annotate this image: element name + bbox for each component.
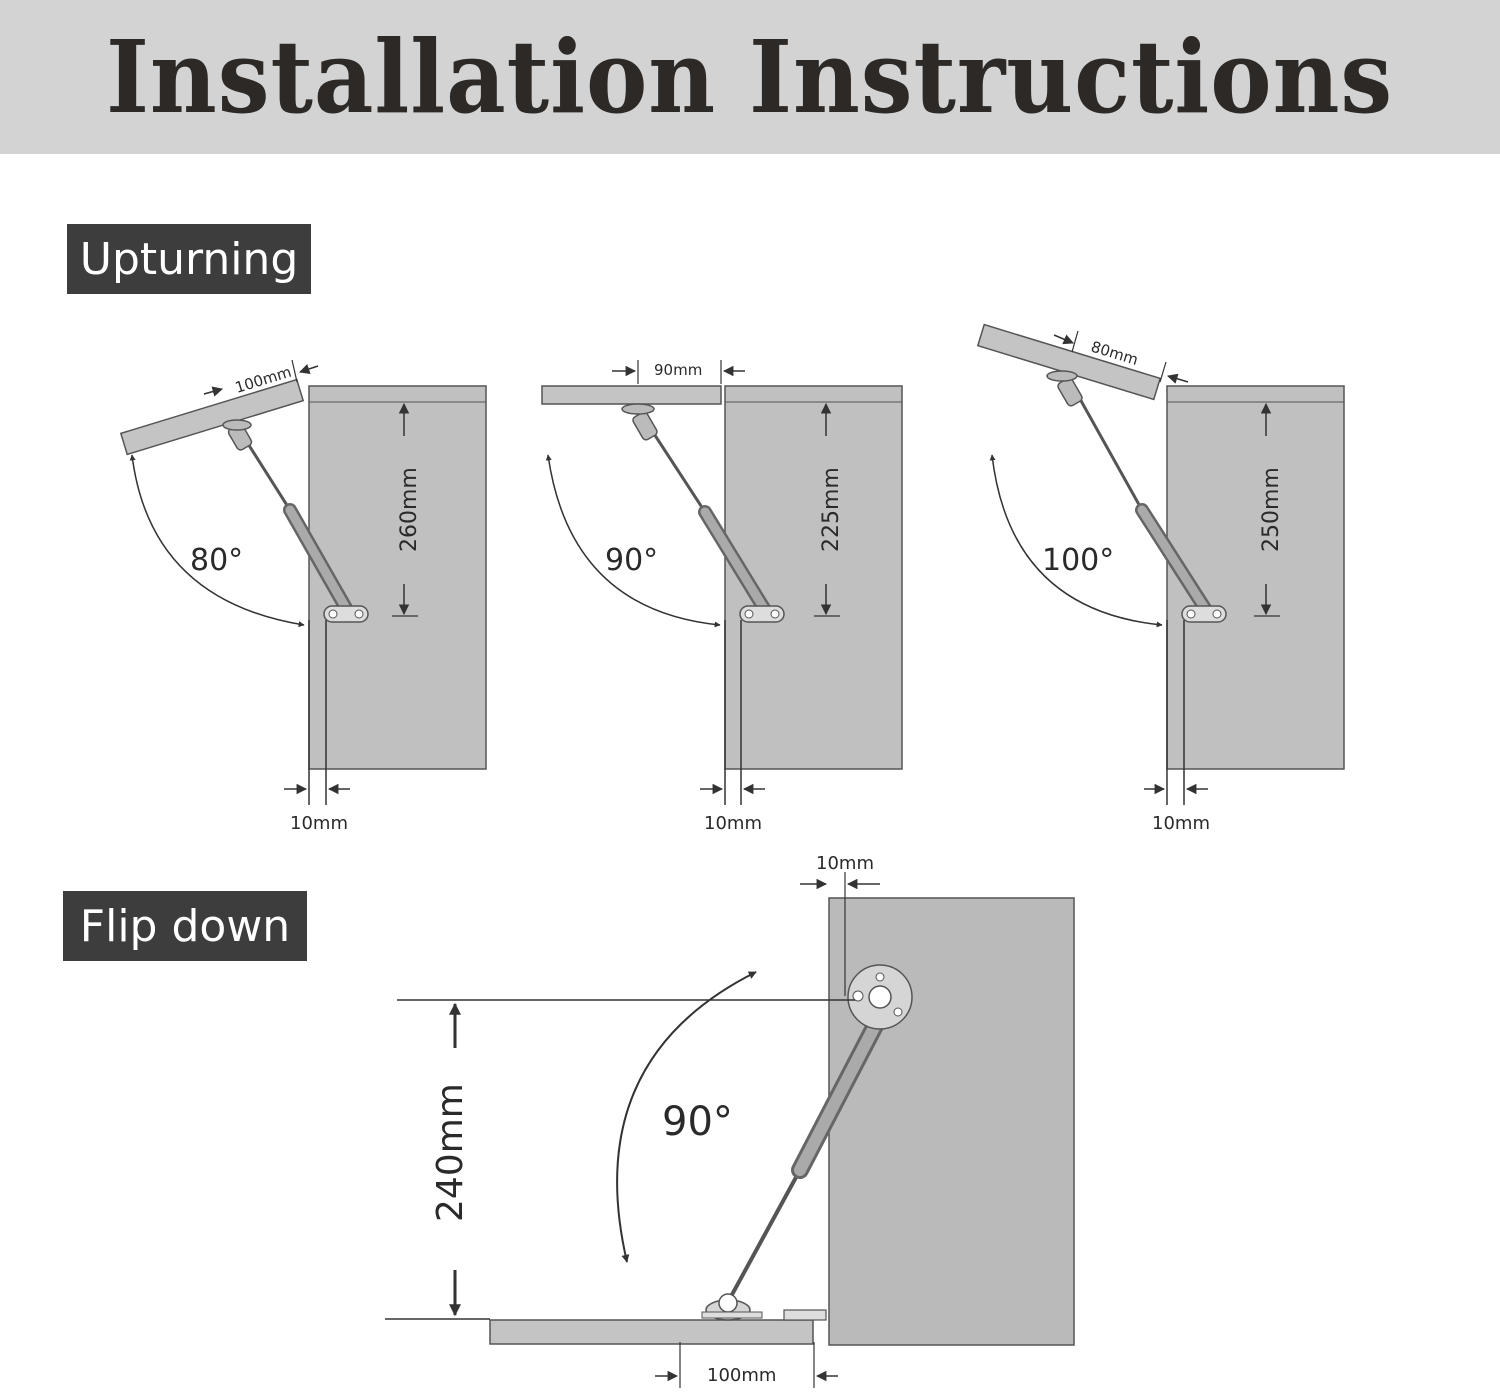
edge-label: 10mm: [290, 813, 348, 834]
page-title: Installation Instructions: [106, 18, 1394, 136]
top-offset-label: 10mm: [816, 853, 874, 874]
height-label: 260mm: [397, 467, 422, 552]
bottom-offset-label: 100mm: [707, 1365, 776, 1386]
section-label-upturning: Upturning: [67, 224, 311, 294]
door-panel: [489, 1319, 814, 1345]
height-label: 250mm: [1259, 467, 1284, 552]
angle-label: 90°: [605, 543, 658, 578]
flip-down-diagram: 240mm 90° 10mm 100mm: [385, 853, 1075, 1388]
cabinet-side: [828, 897, 1075, 1346]
lid-panel: [119, 378, 305, 456]
height-label: 240mm: [430, 1083, 471, 1222]
edge-label: 10mm: [704, 813, 762, 834]
height-label: 225mm: [819, 467, 844, 552]
cabinet-side: [308, 385, 487, 770]
angle-label: 80°: [190, 543, 243, 578]
section-label-flip-down: Flip down: [63, 891, 307, 961]
offset-label: 90mm: [654, 361, 702, 379]
edge-label: 10mm: [1152, 813, 1210, 834]
lid-panel: [541, 385, 722, 405]
cabinet-side: [724, 385, 903, 770]
angle-label: 90°: [662, 1099, 733, 1145]
upturning-diagram-90: 90° 225mm 90mm 10mm: [541, 360, 903, 834]
angle-label: 100°: [1042, 543, 1114, 578]
header-banner: Installation Instructions: [0, 0, 1500, 154]
cabinet-side: [1166, 385, 1345, 770]
upturning-diagram-80: 80° 260mm 100mm 10mm: [119, 359, 487, 834]
upturning-diagram-100: 100° 250mm 80mm 10mm: [976, 323, 1345, 834]
